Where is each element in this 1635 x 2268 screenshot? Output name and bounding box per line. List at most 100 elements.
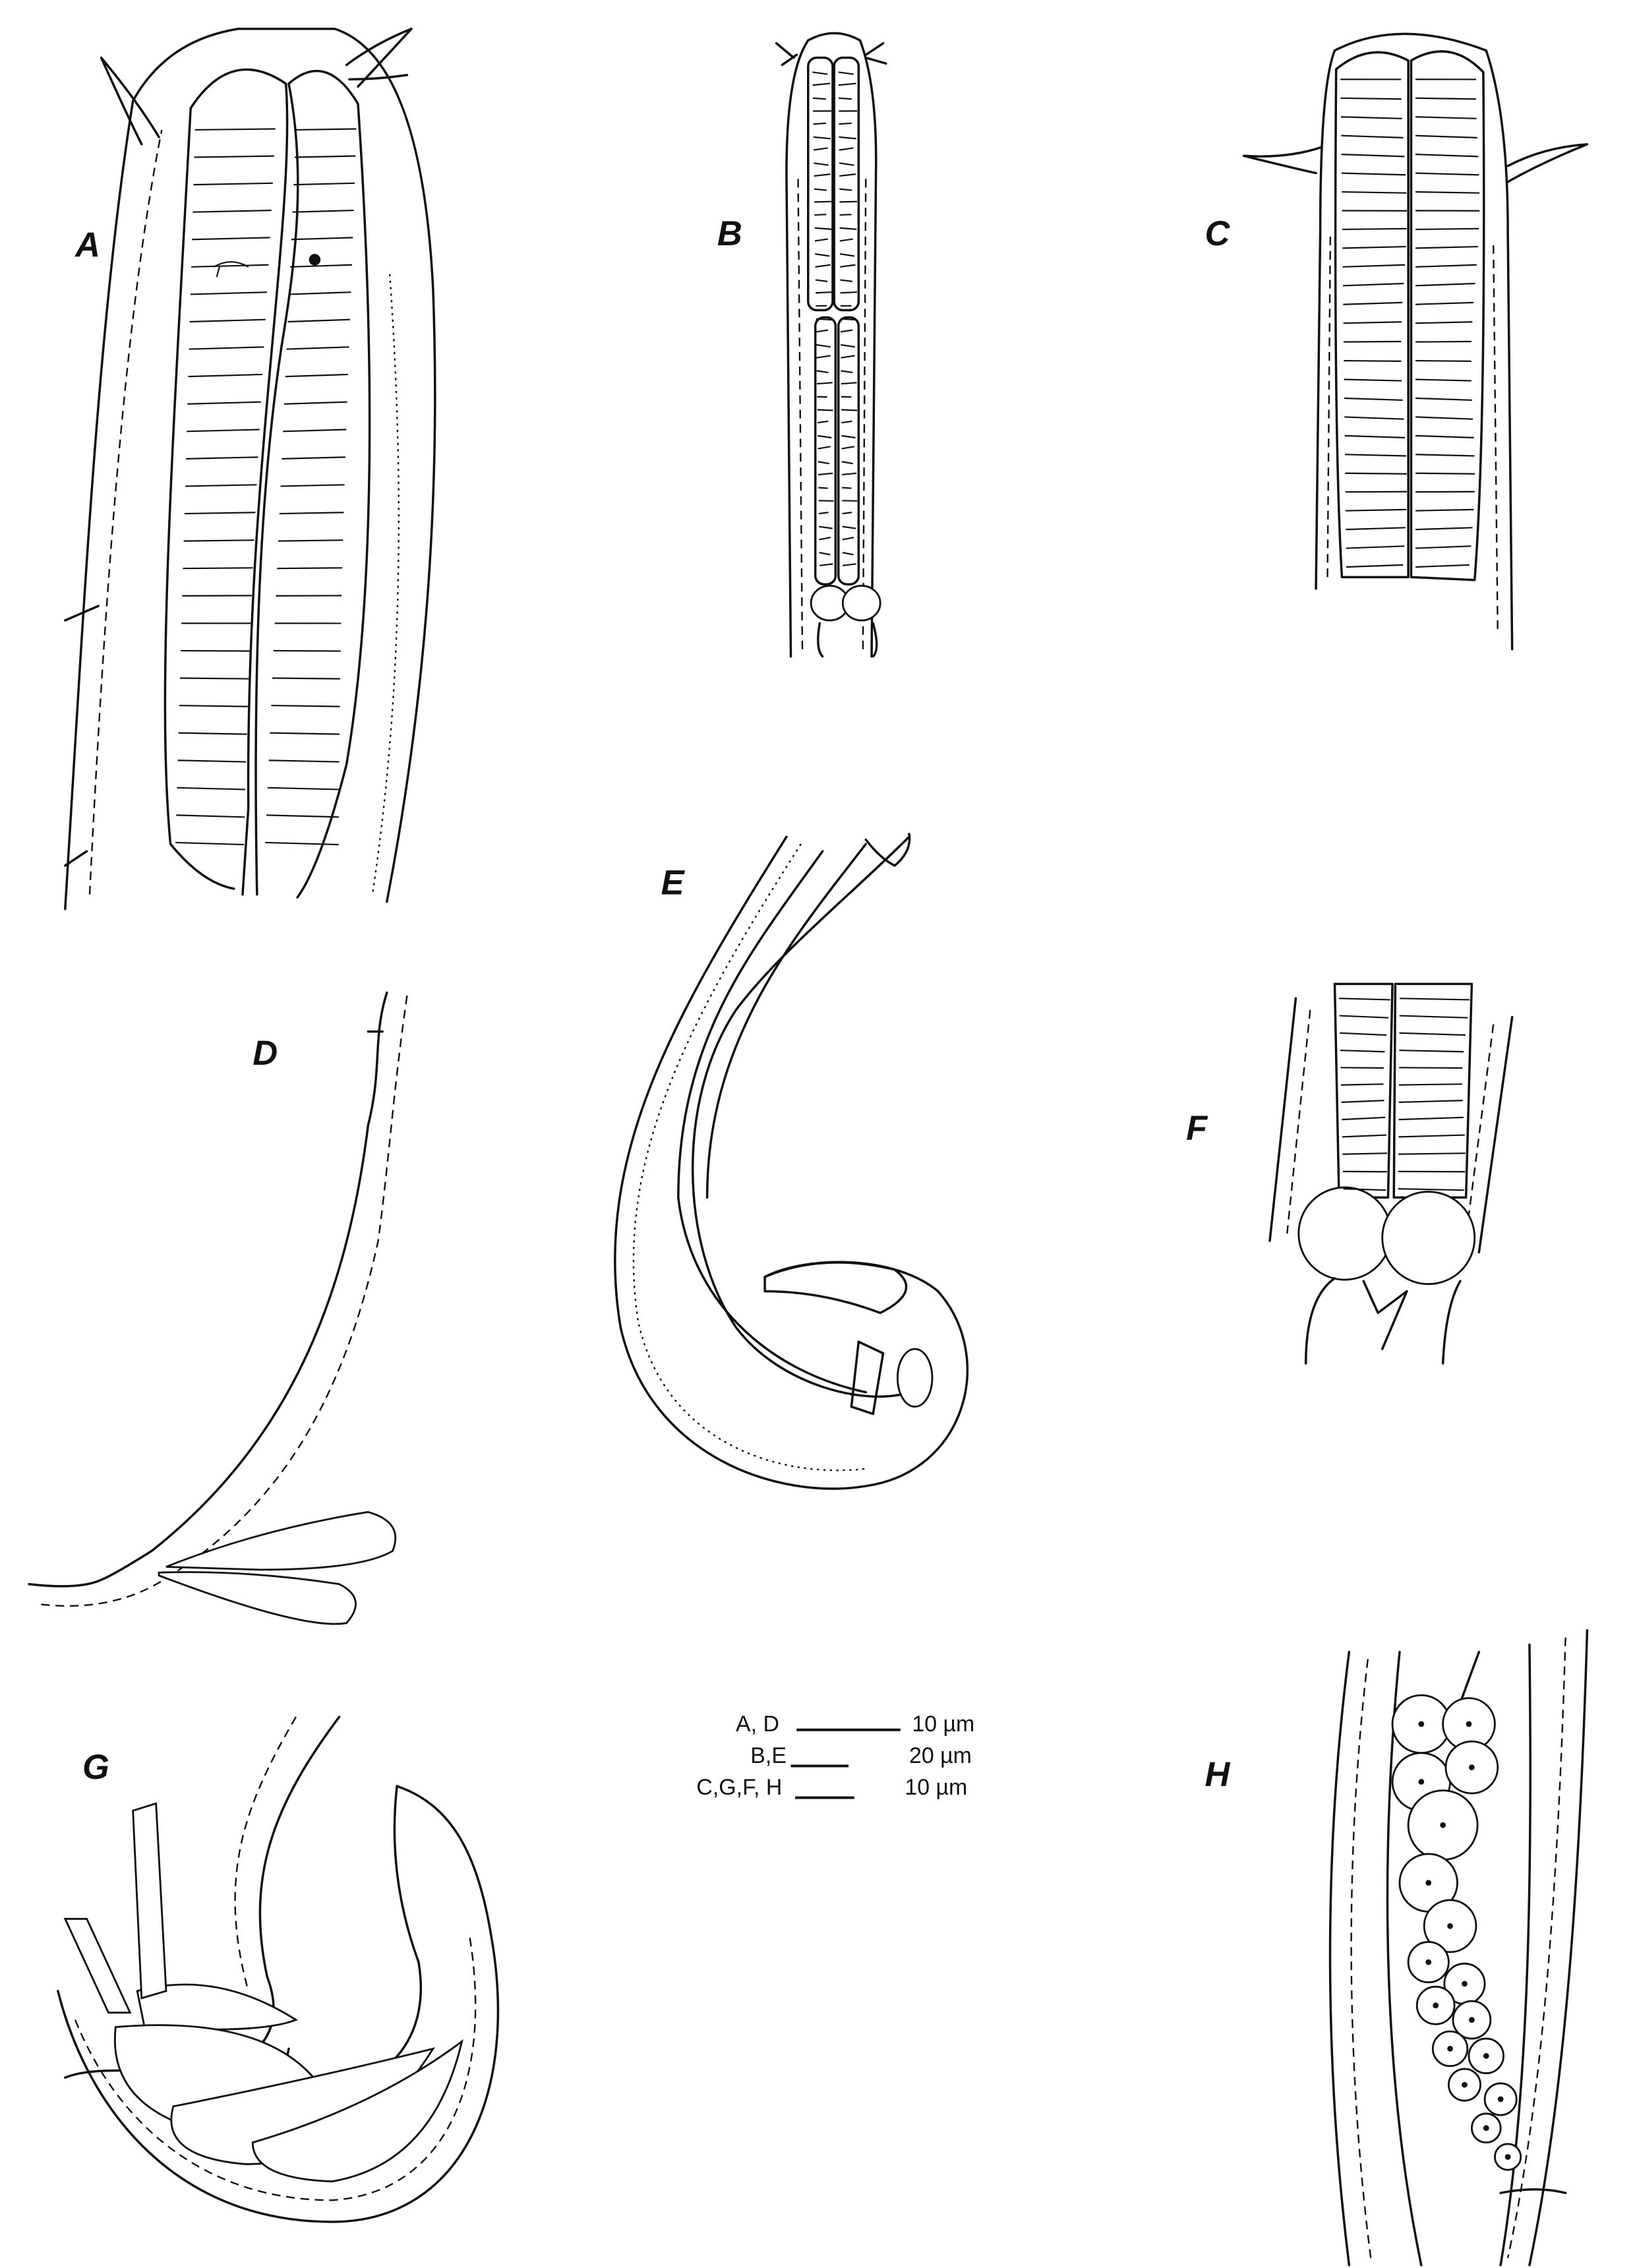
cell-nucleus [1466, 1721, 1472, 1727]
panel-label-c: C [1205, 214, 1231, 253]
striation [190, 291, 268, 295]
striation [1415, 508, 1474, 512]
striation [175, 841, 245, 846]
striation [841, 355, 855, 359]
striation [812, 82, 831, 86]
striation [177, 760, 247, 763]
striation [1415, 264, 1477, 268]
striation [814, 188, 827, 191]
striation [1398, 1100, 1463, 1103]
striation [838, 82, 856, 86]
striation [188, 373, 263, 378]
panel-label-d: D [253, 1034, 278, 1073]
scale-bar-panels: A, D [736, 1712, 779, 1737]
striation [1398, 1152, 1466, 1155]
striation [1342, 1134, 1387, 1138]
striation [1341, 154, 1405, 158]
striation [1415, 321, 1473, 324]
striation [1345, 508, 1407, 512]
striation [842, 537, 854, 541]
striation [1345, 472, 1407, 475]
striation [1415, 454, 1475, 457]
striation [1415, 97, 1476, 100]
striation [1340, 1067, 1384, 1069]
striation [819, 563, 833, 566]
striation [1415, 245, 1478, 249]
striation [1346, 527, 1406, 531]
striation [1342, 282, 1404, 287]
striation [1344, 416, 1404, 420]
striation [1340, 1032, 1387, 1036]
striation [819, 525, 833, 529]
striation [279, 512, 344, 515]
panel-label-g: G [82, 1748, 109, 1787]
panel-label-b: B [717, 214, 742, 253]
striation [1339, 1015, 1389, 1019]
striation [816, 355, 831, 359]
striation [817, 382, 833, 385]
cell-nucleus [1469, 2017, 1475, 2023]
cell-nucleus [1425, 1880, 1432, 1886]
striation [289, 264, 352, 268]
striation [816, 370, 829, 374]
striation [282, 456, 345, 460]
striation [1415, 434, 1474, 438]
cell-nucleus [1433, 2002, 1439, 2009]
striation [841, 446, 855, 450]
striation [818, 461, 830, 465]
striation [818, 446, 831, 450]
striation [838, 97, 852, 100]
striation [176, 814, 245, 818]
striation [1399, 998, 1470, 1001]
striation [1398, 1134, 1465, 1138]
striation [1399, 1049, 1464, 1053]
striation [1399, 1032, 1466, 1036]
striation [1398, 1083, 1462, 1086]
striation [183, 539, 254, 542]
cell-nucleus [1440, 1822, 1446, 1828]
cell-nucleus [1418, 1779, 1425, 1785]
striation [266, 814, 340, 818]
striation [291, 237, 353, 241]
striation [1346, 564, 1404, 568]
striation [838, 71, 854, 75]
cell-nucleus [1469, 1764, 1475, 1771]
scale-bar-panels: B,E [750, 1743, 787, 1768]
scale-bar-length: 10 µm [905, 1775, 967, 1800]
striation [814, 238, 828, 242]
striation [187, 429, 260, 433]
striation [840, 279, 852, 282]
striation [812, 97, 826, 100]
cell-nucleus [1483, 2052, 1489, 2059]
striation [1343, 321, 1402, 324]
striation [1415, 527, 1473, 531]
striation [1344, 454, 1406, 457]
striation [840, 291, 857, 294]
striation [1415, 564, 1470, 568]
striation [841, 409, 858, 411]
panel-e-drawing [614, 833, 968, 1490]
striation [283, 401, 347, 405]
cell-nucleus [1462, 2081, 1468, 2088]
cell-nucleus [1483, 2125, 1489, 2132]
striation [1415, 472, 1475, 475]
panel-c-drawing [1242, 32, 1589, 651]
panel-label-a: A [74, 226, 100, 265]
striation [189, 346, 264, 350]
striation [265, 841, 339, 846]
striation [818, 487, 828, 489]
striation [814, 173, 831, 177]
striation [841, 434, 856, 438]
pharynx-striations [175, 128, 357, 846]
striation [839, 173, 856, 177]
striation [1415, 154, 1479, 158]
striation [816, 318, 833, 321]
striation [816, 343, 831, 348]
striation [839, 253, 855, 257]
striation [1342, 1116, 1386, 1121]
striation [842, 487, 852, 489]
striation [193, 182, 273, 186]
striation [1415, 282, 1475, 287]
striation [815, 253, 830, 257]
striation [283, 429, 347, 433]
